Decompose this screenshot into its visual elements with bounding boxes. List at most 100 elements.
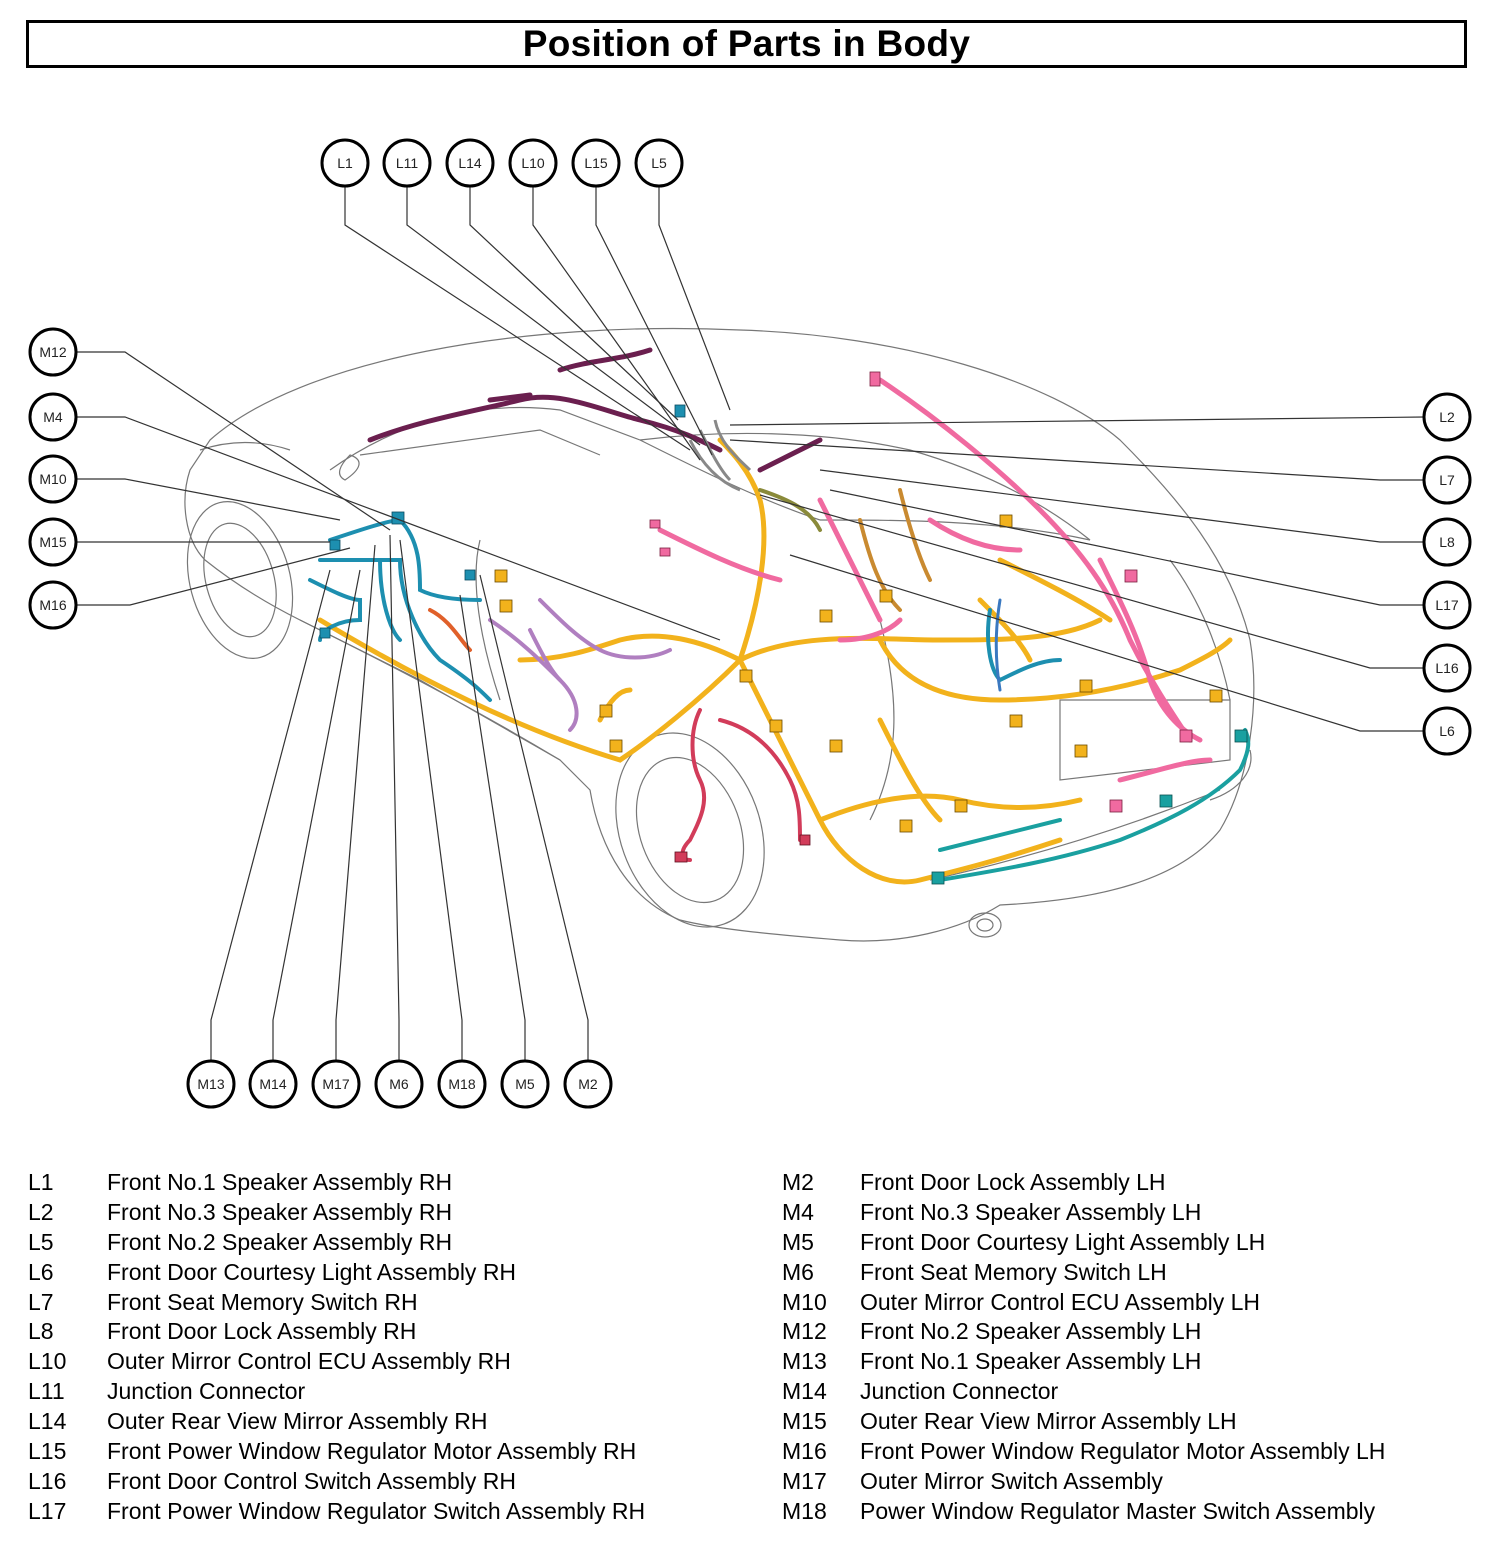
callout-L6 (1422, 706, 1472, 756)
callout-L14 (445, 138, 495, 188)
callout-label-M6: M6 (389, 1076, 409, 1092)
rear-harness (938, 728, 1251, 882)
callout-label-L11: L11 (396, 155, 419, 171)
callout-L7 (1422, 455, 1472, 505)
blue-harness (994, 598, 1002, 692)
callout-M2 (563, 1059, 613, 1109)
callout-L8 (1422, 517, 1472, 567)
legend-name: Front Seat Memory Switch RH (107, 1288, 418, 1315)
legend-row: M15 Outer Rear View Mirror Assembly LH (782, 1407, 1385, 1437)
legend-row: L7 Front Seat Memory Switch RH (28, 1288, 645, 1318)
legend-code: L15 (28, 1438, 67, 1465)
callout-label-L1: L1 (337, 155, 353, 171)
legend-code: M10 (782, 1288, 827, 1315)
callout-L11 (382, 138, 432, 188)
roof-harness (367, 347, 823, 473)
legend-name: Outer Mirror Switch Assembly (860, 1467, 1163, 1494)
legend-name: Front Power Window Regulator Switch Asse… (107, 1497, 646, 1524)
callout-label-L5: L5 (651, 155, 667, 171)
legend-row: M14 Junction Connector (782, 1377, 1385, 1407)
orange-harness (428, 608, 472, 652)
seat-harness (488, 598, 672, 732)
connectors-teal (931, 729, 1248, 885)
callout-label-L8: L8 (1439, 534, 1455, 550)
callout-label-L6: L6 (1439, 723, 1455, 739)
legend-code: M2 (782, 1169, 814, 1195)
page-title: Position of Parts in Body (522, 23, 971, 64)
callout-M12 (28, 327, 78, 377)
callout-label-M13: M13 (197, 1076, 224, 1092)
callout-L16 (1422, 643, 1472, 693)
legend-name: Front Door Courtesy Light Assembly RH (107, 1258, 517, 1285)
door-lh-harness (308, 517, 1062, 702)
callout-label-L17: L17 (1435, 597, 1459, 613)
callout-label-M10: M10 (39, 471, 66, 487)
legend-code: L2 (28, 1198, 54, 1225)
legend-code: L5 (28, 1228, 54, 1255)
legend-row: L5 Front No.2 Speaker Assembly RH (28, 1228, 645, 1258)
callout-M13 (186, 1059, 236, 1109)
callout-label-L7: L7 (1439, 472, 1455, 488)
legend-code: L17 (28, 1497, 67, 1524)
callout-label-M16: M16 (39, 597, 66, 613)
legend-name: Front No.3 Speaker Assembly LH (860, 1198, 1202, 1225)
legend-name: Front No.2 Speaker Assembly LH (860, 1318, 1202, 1345)
callout-label-L10: L10 (521, 155, 545, 171)
legend-code: M17 (782, 1467, 827, 1494)
legend-code: L14 (28, 1408, 67, 1435)
legend-name: Front No.1 Speaker Assembly RH (107, 1169, 453, 1195)
callout-M18 (437, 1059, 487, 1109)
title-box: Position of Parts in Body (26, 20, 1467, 68)
legend-code: L7 (28, 1288, 54, 1315)
callouts (28, 138, 1472, 1109)
olive-harness (758, 488, 822, 532)
callout-M4 (28, 392, 78, 442)
legend-code: L10 (28, 1348, 67, 1375)
legend-name: Front Seat Memory Switch LH (860, 1258, 1167, 1285)
legend-row: M2 Front Door Lock Assembly LH (782, 1168, 1385, 1198)
legend-code: M12 (782, 1318, 827, 1345)
legend-name: Junction Connector (860, 1378, 1059, 1405)
legend-row: M12 Front No.2 Speaker Assembly LH (782, 1317, 1385, 1347)
callout-L1 (320, 138, 370, 188)
legend-name: Front Door Lock Assembly LH (860, 1169, 1166, 1195)
callout-label-L15: L15 (584, 155, 608, 171)
legend-name: Front No.2 Speaker Assembly RH (107, 1228, 453, 1255)
legend-name: Power Window Regulator Master Switch Ass… (860, 1497, 1376, 1524)
callout-label-M17: M17 (322, 1076, 349, 1092)
legend-name: Outer Rear View Mirror Assembly LH (860, 1408, 1237, 1435)
callout-M17 (311, 1059, 361, 1109)
callout-L2 (1422, 392, 1472, 442)
legend-code: M14 (782, 1378, 827, 1405)
legend-name: Junction Connector (107, 1378, 306, 1405)
callout-M5 (500, 1059, 550, 1109)
callout-label-M14: M14 (259, 1076, 286, 1092)
legend-name: Front Door Control Switch Assembly RH (107, 1467, 517, 1494)
legend-code: M15 (782, 1408, 827, 1435)
callout-L10 (508, 138, 558, 188)
legend-name: Outer Mirror Control ECU Assembly LH (860, 1288, 1261, 1315)
callout-M10 (28, 454, 78, 504)
legend-row: L17 Front Power Window Regulator Switch A… (28, 1497, 645, 1527)
callout-M14 (248, 1059, 298, 1109)
callout-label-M15: M15 (39, 534, 66, 550)
callout-label-M2: M2 (578, 1076, 598, 1092)
callout-L17 (1422, 580, 1472, 630)
legend-name: Outer Mirror Control ECU Assembly RH (107, 1348, 511, 1375)
legend-code: M13 (782, 1348, 827, 1375)
callout-M15 (28, 517, 78, 567)
legend-row: M10 Outer Mirror Control ECU Assembly LH (782, 1288, 1385, 1318)
callout-label-M5: M5 (515, 1076, 535, 1092)
floor-harness (317, 437, 1233, 885)
legend-code: M16 (782, 1438, 827, 1465)
